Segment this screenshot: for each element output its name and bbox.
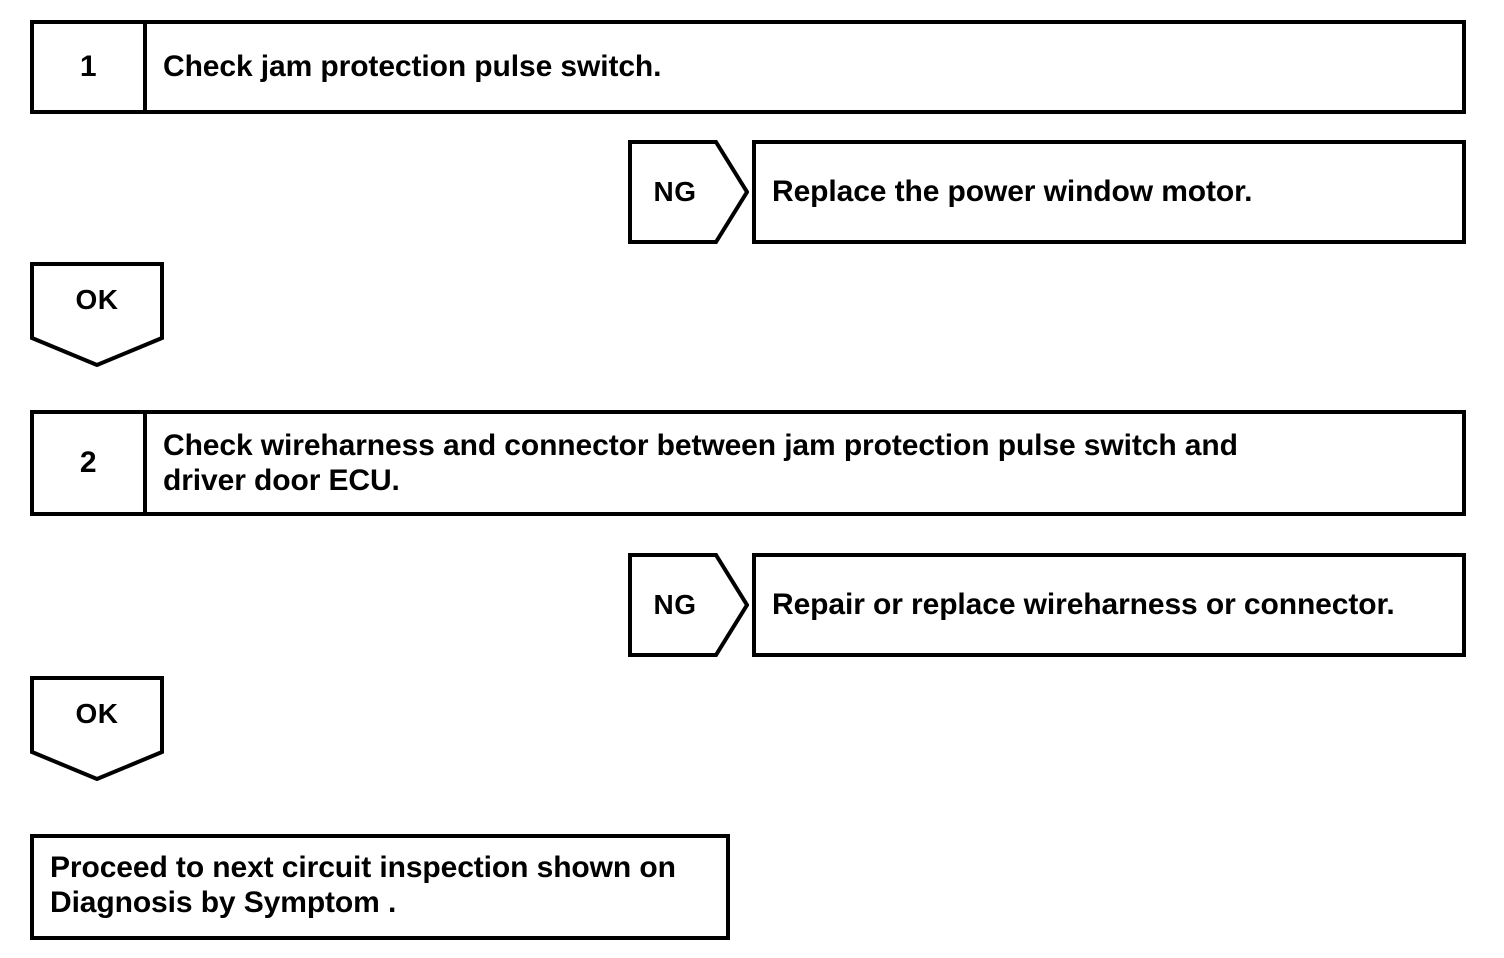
ng-arrow-label-1: NG [653,176,697,207]
ng-arrow-2: NG [628,553,749,657]
ok-arrow-2: OK [30,676,164,781]
step-text-2: Check wireharness and connector between … [163,428,1238,497]
ng-arrow-label-2: NG [653,589,697,620]
final-action-text: Proceed to next circuit inspection shown… [50,851,676,920]
ng-action-text-1: Replace the power window motor. [772,175,1253,209]
ng-arrow-1: NG [628,140,749,244]
ng-action-box-2[interactable]: Repair or replace wireharness or connect… [752,553,1466,657]
ok-arrow-label-1: OK [75,284,119,315]
step-box-2[interactable]: 2 Check wireharness and connector betwee… [30,410,1466,516]
final-action-box[interactable]: Proceed to next circuit inspection shown… [30,834,730,940]
step-number-1: 1 [34,24,147,110]
step-box-1[interactable]: 1 Check jam protection pulse switch. [30,20,1466,114]
step-text-1: Check jam protection pulse switch. [163,50,662,84]
ok-arrow-1: OK [30,262,164,367]
ng-action-text-2: Repair or replace wireharness or connect… [772,588,1395,622]
ng-action-box-1[interactable]: Replace the power window motor. [752,140,1466,244]
step-number-2: 2 [34,414,147,512]
ok-arrow-label-2: OK [75,698,119,729]
